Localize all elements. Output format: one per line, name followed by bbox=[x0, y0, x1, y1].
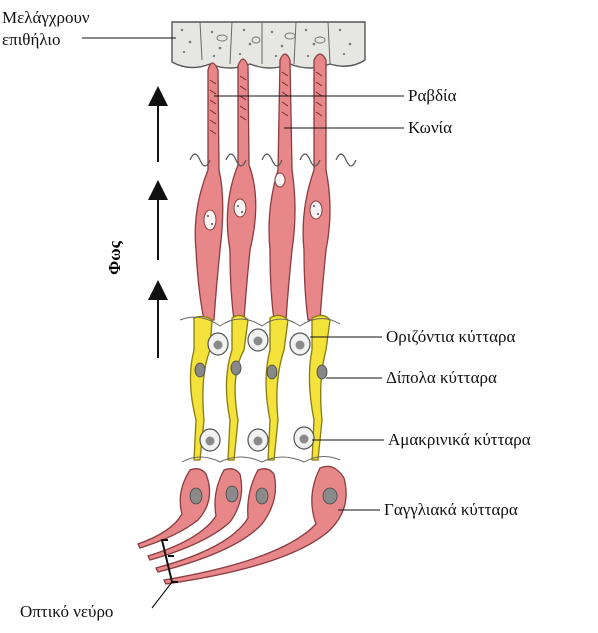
label-ganglion-cells: Γαγγλιακά κύτταρα bbox=[384, 500, 518, 520]
label-cones: Κωνία bbox=[408, 118, 452, 138]
pigment-epithelium bbox=[172, 22, 365, 68]
leader-optic-nerve bbox=[152, 582, 172, 608]
label-pigment-epithelium-line2: επιθήλιο bbox=[2, 30, 60, 50]
label-optic-nerve: Οπτικό νεύρο bbox=[20, 602, 113, 622]
label-bipolar-cells: Δίπολα κύτταρα bbox=[386, 368, 497, 388]
label-rods: Ραβδία bbox=[408, 86, 457, 106]
label-horizontal-cells: Οριζόντια κύτταρα bbox=[386, 327, 515, 347]
label-pigment-epithelium-line1: Μελάγχρουν bbox=[2, 8, 90, 28]
label-amacrine-cells: Αμακρινικά κύτταρα bbox=[388, 430, 531, 450]
label-light: Φως bbox=[105, 241, 125, 275]
